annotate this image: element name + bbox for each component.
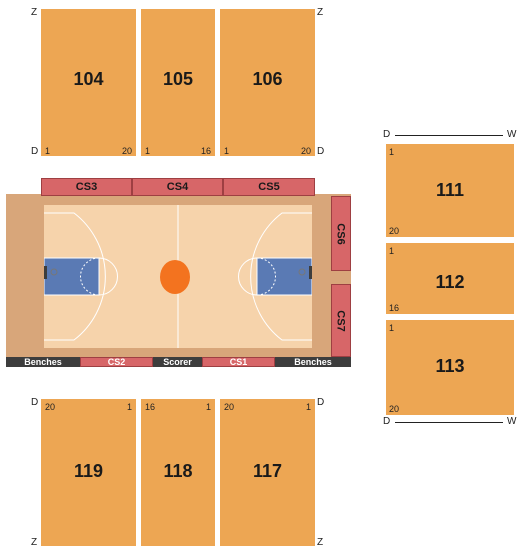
backboard-right-icon <box>309 266 312 279</box>
row-end-label: 20 <box>300 146 311 156</box>
row-letter-label: D <box>383 416 391 427</box>
section-118[interactable]: 118 16 1 <box>141 399 215 546</box>
three-point-arc-right <box>250 212 312 341</box>
section-106[interactable]: 106 1 20 <box>220 9 315 156</box>
backboard-left-icon <box>44 266 47 279</box>
center-ball-icon <box>160 260 190 294</box>
free-throw-circle-left <box>98 257 118 296</box>
cs7-label: CS7 <box>335 309 347 332</box>
row-end-label: 20 <box>389 226 400 236</box>
section-104[interactable]: 104 1 20 <box>41 9 136 156</box>
row-letter-label: Z <box>317 537 324 548</box>
courtside-cs4[interactable]: CS4 <box>132 178 223 196</box>
benches-right[interactable]: Benches <box>275 357 351 367</box>
row-start-label: 20 <box>45 402 56 412</box>
row-end-label: 20 <box>389 404 400 414</box>
row-letter-label: Z <box>31 537 38 548</box>
section-label: 106 <box>252 69 283 89</box>
row-end-label: 1 <box>205 402 211 412</box>
courtside-cs7[interactable]: CS7 <box>331 284 351 357</box>
row-start-label: 16 <box>145 402 156 412</box>
cs6-label: CS6 <box>335 222 347 245</box>
row-end-label: 16 <box>389 303 400 313</box>
courtside-cs5[interactable]: CS5 <box>223 178 315 196</box>
section-label: 112 <box>435 272 465 292</box>
section-117[interactable]: 117 20 1 <box>220 399 315 546</box>
row-start-label: 1 <box>224 146 230 156</box>
courtside-cs1[interactable]: CS1 <box>202 357 275 367</box>
benches-left[interactable]: Benches <box>6 357 80 367</box>
row-start-label: 20 <box>224 402 235 412</box>
section-119[interactable]: 119 20 1 <box>41 399 136 546</box>
section-105[interactable]: 105 1 16 <box>141 9 215 156</box>
row-end-label: 1 <box>305 402 311 412</box>
section-label: 104 <box>73 69 104 89</box>
row-end-label: 20 <box>121 146 132 156</box>
hoop-left-icon <box>50 268 58 276</box>
basketball-court <box>44 205 312 348</box>
paint-left <box>44 257 100 296</box>
three-point-arc-left <box>44 212 106 341</box>
scorer-table[interactable]: Scorer <box>153 357 202 367</box>
row-letter-label: D <box>31 146 39 157</box>
section-label: 118 <box>163 461 193 481</box>
row-start-label: 1 <box>145 146 151 156</box>
hoop-right-icon <box>298 268 306 276</box>
row-letter-label: D <box>383 129 391 140</box>
row-letter-label: W <box>507 416 517 427</box>
section-label: 105 <box>162 69 194 89</box>
free-throw-circle-right-dashed <box>256 257 276 296</box>
row-end-label: 16 <box>200 146 211 156</box>
row-start-label: 1 <box>389 323 395 333</box>
free-throw-circle-left-dashed <box>80 257 100 296</box>
row-letter-label: W <box>507 129 517 140</box>
row-start-label: 1 <box>45 146 51 156</box>
row-line <box>395 135 503 136</box>
courtside-cs2[interactable]: CS2 <box>80 357 153 367</box>
paint-right <box>256 257 312 296</box>
section-111[interactable]: 111 1 20 <box>386 144 514 237</box>
courtside-cs6[interactable]: CS6 <box>331 196 351 271</box>
row-line <box>395 422 503 423</box>
row-start-label: 1 <box>389 246 395 256</box>
row-letter-label: D <box>31 397 39 408</box>
row-letter-label: D <box>317 397 325 408</box>
section-112[interactable]: 112 1 16 <box>386 243 514 314</box>
section-label: 119 <box>73 461 104 481</box>
section-label: 111 <box>435 180 465 200</box>
row-letter-label: Z <box>317 7 324 18</box>
row-letter-label: D <box>317 146 325 157</box>
section-label: 117 <box>252 461 283 481</box>
section-113[interactable]: 113 1 20 <box>386 320 514 415</box>
row-letter-label: Z <box>31 7 38 18</box>
courtside-cs3[interactable]: CS3 <box>41 178 132 196</box>
section-label: 113 <box>435 356 465 376</box>
free-throw-circle-right <box>238 257 258 296</box>
row-end-label: 1 <box>126 402 132 412</box>
row-start-label: 1 <box>389 147 395 157</box>
